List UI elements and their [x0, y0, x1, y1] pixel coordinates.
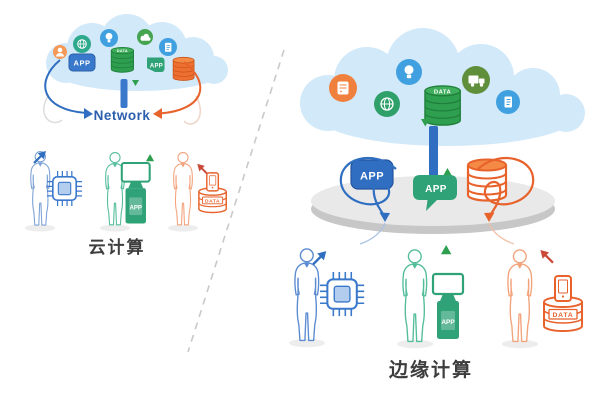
data-storage-device — [198, 172, 227, 214]
decor-swirl-right — [183, 95, 202, 125]
app-tag: APP — [147, 57, 165, 72]
section-divider-dashed-line — [187, 49, 285, 353]
app-badge-label: APP — [360, 171, 384, 183]
app-tag-label: APP — [425, 184, 447, 195]
globe-icon — [374, 91, 400, 117]
globe-icon — [73, 35, 91, 53]
right-section-title: 边缘计算 — [388, 358, 473, 381]
chip-device — [46, 170, 83, 207]
orange-loop-arrow — [477, 156, 535, 215]
person-orange — [173, 152, 193, 226]
kiosk-terminal — [431, 272, 465, 341]
down-triangle-icon — [132, 80, 139, 86]
app-tag: APP — [413, 175, 457, 211]
shadow — [168, 224, 198, 232]
blue-loop-arrow — [339, 156, 397, 215]
server-icon — [329, 74, 357, 102]
chip-device — [318, 270, 366, 318]
network-flow-arrows-left — [42, 59, 202, 125]
shadow — [289, 338, 325, 348]
up-triangle-icon — [146, 154, 155, 162]
up-triangle-icon — [443, 168, 452, 176]
data-database-icon — [110, 47, 134, 73]
network-bar — [429, 126, 438, 178]
up-triangle-icon — [441, 245, 452, 255]
network-label: Network — [94, 108, 151, 123]
person-orange — [507, 249, 533, 343]
blue-arrowhead-icon — [379, 212, 390, 222]
down-triangle-icon — [421, 119, 430, 127]
left-section-title: 云计算 — [89, 237, 146, 257]
edge-users-left — [25, 149, 227, 232]
data-storage-device — [543, 275, 583, 332]
app-tag-label: APP — [150, 64, 163, 70]
cloud-shape-left — [46, 14, 228, 91]
blue-flow-arrow — [44, 59, 87, 114]
blue-tail — [359, 222, 386, 245]
orange-arrowhead-icon — [484, 212, 495, 222]
kiosk-terminal — [120, 161, 151, 225]
app-badge-label: APP — [74, 59, 91, 68]
edge-users-right — [289, 245, 583, 349]
network-link-left — [120, 79, 139, 108]
person-green — [402, 249, 428, 343]
lightbulb-icon — [396, 59, 422, 85]
lightbulb-icon — [100, 29, 118, 47]
platform-flow-arrows — [339, 156, 535, 245]
cloud-computing-section: APP APP — [25, 14, 228, 257]
document-icon — [159, 38, 177, 56]
network-bar — [120, 79, 128, 108]
orange-arrowhead-icon — [153, 108, 162, 119]
cloud-icons-right — [329, 59, 520, 126]
decor-swirl-left — [42, 95, 63, 124]
orange-tail — [488, 222, 515, 245]
truck-icon — [462, 66, 490, 94]
edge-computing-section: APP APP — [289, 28, 585, 381]
up-left-arrow-icon — [196, 162, 210, 176]
network-link-right — [421, 119, 452, 178]
up-left-arrow-icon — [539, 248, 555, 264]
app-badge: APP — [68, 53, 96, 72]
orange-flow-arrow — [159, 61, 202, 115]
user-icon — [53, 45, 67, 59]
database-stack — [466, 158, 508, 202]
cloud-icon — [137, 29, 153, 45]
shadow — [502, 339, 538, 349]
data-database-icon — [424, 85, 461, 126]
blue-arrowhead-icon — [84, 108, 93, 119]
up-right-arrow-icon — [311, 249, 328, 266]
document-icon — [496, 90, 520, 114]
shadow — [397, 339, 433, 349]
cloud-icons-left: APP APP — [53, 29, 195, 81]
shadow — [25, 224, 55, 232]
platform-items: APP APP — [350, 158, 508, 211]
shadow — [100, 224, 130, 232]
